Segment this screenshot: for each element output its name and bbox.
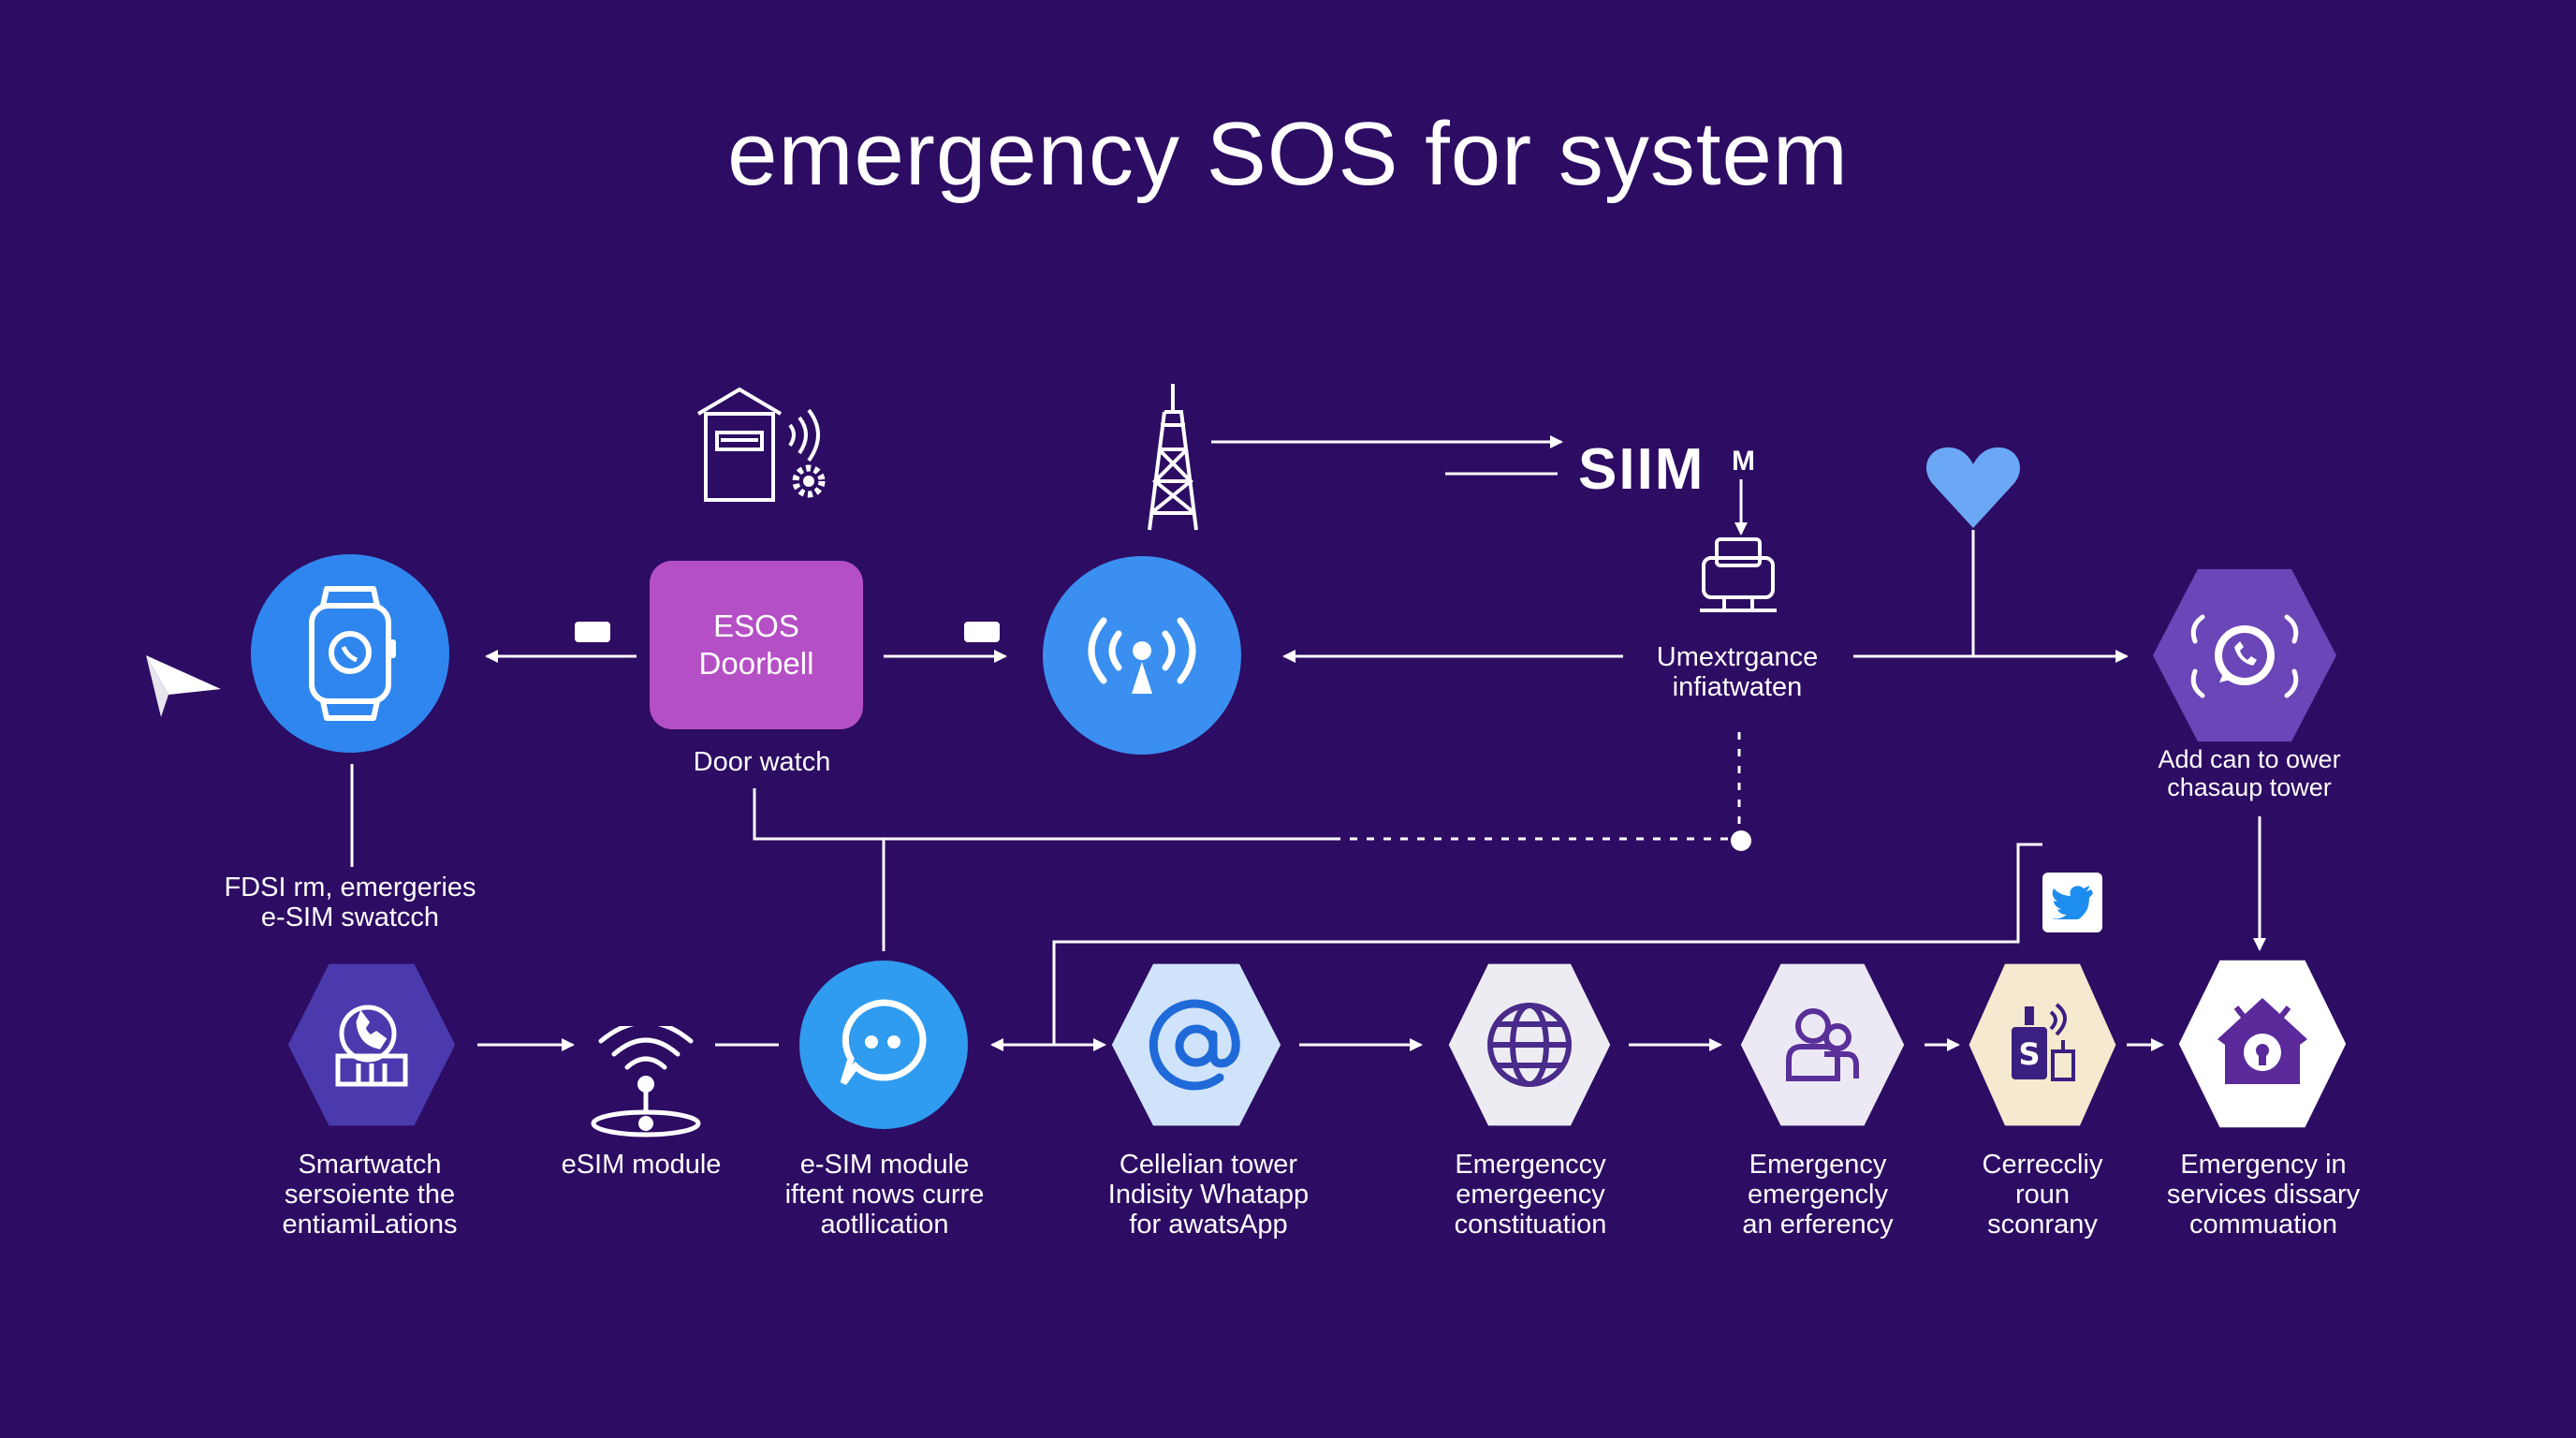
fdsi-label: FDSI rm, emergeries e-SIM swatcch [224, 873, 476, 932]
chat-bubble-icon [840, 999, 927, 1086]
bottom-node-8 [2178, 960, 2347, 1128]
bottom-label-8: Emergency in services dissary commuation [2166, 1150, 2361, 1240]
umextrgance-label: Umextrgance infiatwaten [1656, 642, 1819, 702]
page-title: emergency SOS for system [727, 104, 1849, 204]
bottom-node-3 [799, 961, 968, 1129]
mail-badge-left [575, 622, 610, 642]
sim-card-icon: S [2012, 1003, 2075, 1081]
broadcast-icon [1088, 617, 1196, 694]
smartwatch-node [251, 554, 449, 753]
mail-badge-right [964, 622, 1000, 642]
svg-text:S: S [2018, 1036, 2040, 1072]
globe-icon [1487, 1003, 1572, 1087]
bottom-label-4: Cellelian tower Indisity Whatapp for awa… [1107, 1150, 1310, 1240]
smartwatch-whatsapp-icon [309, 586, 396, 721]
bottom-node-4 [1111, 963, 1281, 1126]
bottom-node-1 [287, 963, 456, 1126]
device-icon [1700, 537, 1777, 612]
bottom-node-5 [1448, 963, 1611, 1126]
esos-doorbell-box: ESOS Doorbell [650, 561, 863, 729]
bottom-node-6 [1740, 963, 1905, 1126]
signal-beacon-icon [591, 1020, 701, 1137]
at-sign-icon [1149, 999, 1240, 1091]
bottom-label-1: Smartwatch sersoiente the entiamiLations [282, 1150, 458, 1240]
bottom-label-6: Emergency emergencly an erferency [1742, 1150, 1894, 1240]
doorbell-line1: ESOS [713, 609, 799, 643]
siim-label: SIIM [1578, 437, 1705, 502]
phone-icon [335, 1005, 408, 1087]
doorbell-line2: Doorbell [698, 646, 814, 681]
bottom-label-5: Emergenccy emergeency constituation [1454, 1150, 1607, 1240]
people-icon [1786, 1008, 1859, 1081]
house-wifi-gear-icon [696, 387, 826, 502]
dashed-end-dot [1731, 830, 1751, 851]
signal-beacon-node [1043, 556, 1241, 755]
bottom-node-2 [580, 1020, 711, 1148]
line-twitter-connector [1052, 843, 2042, 1045]
paper-plane-icon [146, 655, 221, 717]
add-can-label: Add can to ower chasaup tower [2158, 745, 2341, 801]
bottom-label-2: eSIM module [561, 1150, 722, 1180]
whatsapp-icon [2190, 614, 2299, 698]
bottom-label-3: e-SIM module iftent nows curre aotllicat… [784, 1150, 985, 1240]
whatsapp-node [2153, 568, 2336, 742]
bottom-node-7: S [1969, 963, 2116, 1126]
siim-badge: M [1732, 446, 1755, 477]
bottom-label-7: Cerreccliy roun sconrany [1982, 1150, 2103, 1240]
heart-icon [1925, 447, 2021, 528]
doorbell-caption: Door watch [693, 747, 831, 777]
cell-tower-icon [1148, 384, 1198, 531]
twitter-icon [2042, 873, 2102, 932]
line-doorwatch-connector [753, 788, 1333, 841]
house-lock-icon [2217, 998, 2307, 1084]
